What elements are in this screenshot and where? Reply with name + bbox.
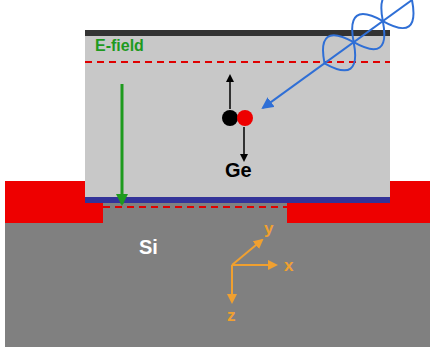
field-label: E-field <box>95 37 144 55</box>
si-region: Si <box>5 208 430 347</box>
depletion-edge <box>103 206 287 208</box>
si-window <box>103 203 287 223</box>
bottom-layer <box>85 197 390 203</box>
depletion-edge <box>85 61 390 63</box>
si-substrate <box>5 208 430 347</box>
carrier-arrow <box>229 76 231 109</box>
carrier-arrow <box>243 127 245 160</box>
top-contact <box>85 30 390 36</box>
axis-label: x <box>284 256 293 276</box>
ge-region: Ge <box>85 36 390 200</box>
ge-block <box>85 36 390 200</box>
region-label: Ge <box>225 159 252 182</box>
light-wave <box>252 0 424 124</box>
axis-arrow <box>232 240 262 265</box>
field-arrow <box>121 84 124 204</box>
axis-label: y <box>264 219 273 239</box>
axis-label: z <box>227 306 236 326</box>
electron <box>222 110 238 126</box>
region-label: Si <box>139 236 158 259</box>
hole <box>237 110 253 126</box>
axis-arrow <box>231 265 233 302</box>
axis-arrow <box>232 264 276 266</box>
